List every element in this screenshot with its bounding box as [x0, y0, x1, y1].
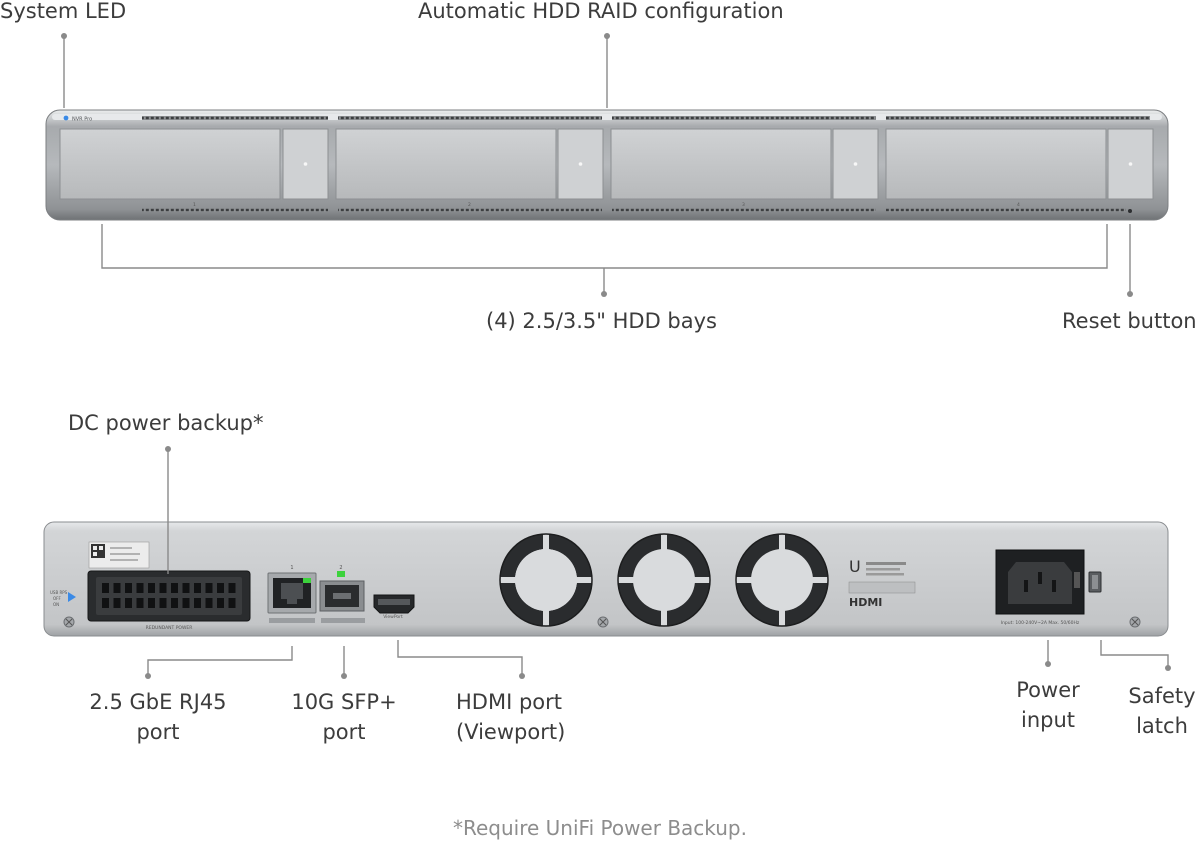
dc-pin [148, 583, 155, 593]
dc-pin [159, 583, 167, 593]
ubiquiti-logo-icon: U [849, 557, 861, 576]
callout-hdmi: HDMI port (Viewport) [456, 690, 566, 744]
dc-pin [182, 583, 190, 593]
rj45-port[interactable]: 1 [267, 565, 317, 623]
callout-sfp: 10G SFP+ port [291, 690, 397, 744]
dc-pin [182, 598, 190, 608]
redundant-power-label: REDUNDANT POWER [146, 625, 193, 631]
bottom-vent [612, 208, 876, 212]
regulatory-block: U HDMI [848, 557, 916, 609]
bay-led [1128, 162, 1133, 166]
callout-safety-latch: Safety latch [1128, 684, 1196, 738]
rear-panel: USB RPS OFF ON REDUNDANT POWER 1 [43, 521, 1169, 637]
hdd-bay-4[interactable]: 4 [885, 128, 1154, 208]
callout-dc-power: DC power backup* [68, 411, 264, 435]
dc-pin [171, 598, 178, 608]
safety-latch[interactable] [1088, 571, 1102, 593]
serial-sticker [88, 541, 150, 569]
bay-number: 2 [468, 202, 471, 208]
fan-1 [499, 533, 593, 627]
fan-3 [735, 533, 829, 627]
sfp-link-led [337, 571, 345, 577]
dc-pin [205, 583, 213, 593]
model-badge: NVR Pro [72, 117, 92, 123]
dc-pin-grid [102, 583, 236, 608]
hdmi-port[interactable]: ViewPort [373, 594, 415, 620]
top-vent [142, 116, 328, 120]
dc-pin [113, 598, 121, 608]
mounting-screw [597, 616, 609, 628]
bay-led [853, 162, 858, 166]
top-vent [612, 116, 876, 120]
dc-pin [228, 583, 236, 593]
rj45-link-led [303, 578, 311, 583]
sfp-port[interactable]: 2 [319, 565, 365, 623]
callout-hdd-bays: (4) 2.5/3.5" HDD bays [486, 309, 717, 333]
dc-pin [113, 583, 121, 593]
dc-pin [228, 598, 236, 608]
svg-text:USB RPS: USB RPS [50, 590, 68, 595]
port-number-2: 2 [339, 565, 342, 571]
mounting-screw [1129, 616, 1141, 628]
front-panel: NVR Pro 1 2 3 4 [45, 109, 1169, 221]
dc-pin [194, 598, 201, 608]
dc-pin [217, 583, 224, 593]
certification-marks-icon [848, 581, 916, 594]
system-led [63, 115, 69, 121]
bottom-vent [886, 208, 1126, 212]
callout-rj45: 2.5 GbE RJ45 port [89, 690, 227, 744]
power-inlet[interactable]: Input: 100-240V~2A Max. 50/60Hz [995, 549, 1085, 626]
callout-raid-config: Automatic HDD RAID configuration [418, 0, 784, 23]
dc-pin [217, 598, 224, 608]
power-rating-label: Input: 100-240V~2A Max. 50/60Hz [1001, 620, 1080, 626]
port-number-1: 1 [290, 565, 293, 571]
dc-pin [125, 598, 132, 608]
bay-number: 3 [742, 202, 745, 208]
mounting-screw [63, 616, 75, 628]
hdmi-logo: HDMI [849, 596, 882, 609]
bay-led [303, 162, 308, 166]
bottom-vent [338, 208, 602, 212]
svg-text:OFF: OFF [53, 596, 61, 601]
footnote: *Require UniFi Power Backup. [452, 816, 747, 840]
front-leader-lines [61, 33, 1133, 297]
callout-power-input: Power input [1016, 678, 1080, 732]
rear-leader-lines [145, 446, 1171, 679]
dc-pin [148, 598, 155, 608]
top-vent [886, 116, 1150, 120]
status-led-icon [68, 592, 76, 602]
reset-button[interactable] [1128, 209, 1132, 213]
dc-pin [159, 598, 167, 608]
bay-number: 1 [193, 202, 196, 208]
callout-system-led: System LED [0, 0, 127, 23]
hdd-bay-3[interactable]: 3 [610, 128, 879, 208]
hdd-bay-1[interactable]: 1 [59, 128, 329, 208]
led-legend: USB RPS OFF ON [50, 590, 76, 607]
top-vent [338, 116, 602, 120]
fan-2 [617, 533, 711, 627]
bottom-vent [142, 208, 328, 212]
viewport-label: ViewPort [383, 614, 403, 620]
dc-pin [205, 598, 213, 608]
dc-pin [171, 583, 178, 593]
bay-led [578, 162, 583, 166]
dc-pin [102, 583, 109, 593]
dc-pin [125, 583, 132, 593]
dc-pin [102, 598, 109, 608]
dc-pin [136, 583, 144, 593]
svg-text:ON: ON [53, 602, 59, 607]
dc-power-connector[interactable]: REDUNDANT POWER [87, 570, 251, 631]
dc-pin [194, 583, 201, 593]
callout-reset-button: Reset button [1062, 309, 1197, 333]
hdd-bay-2[interactable]: 2 [335, 128, 604, 208]
bay-number: 4 [1017, 202, 1020, 208]
dc-pin [136, 598, 144, 608]
